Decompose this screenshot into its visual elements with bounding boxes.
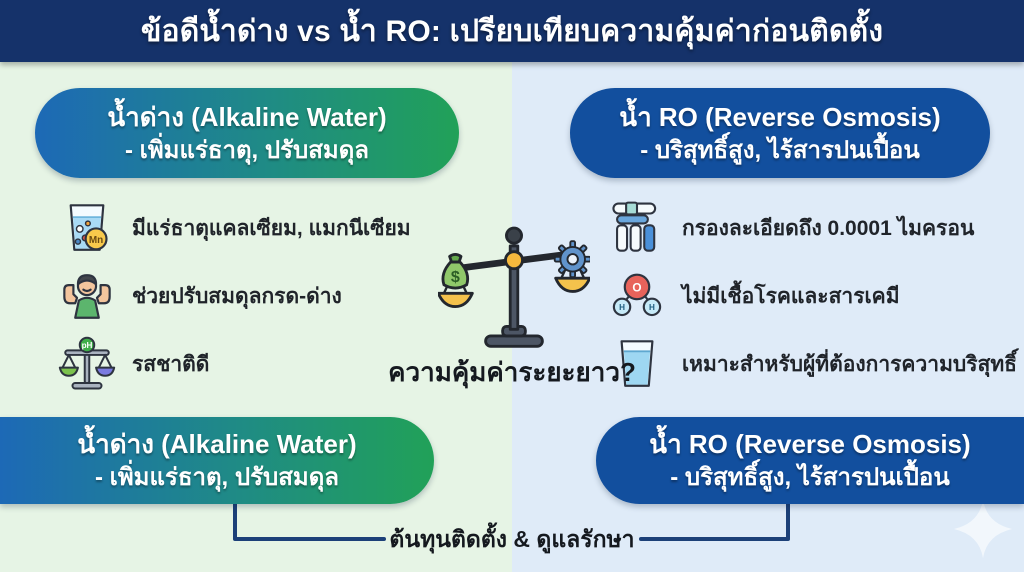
connector-line-left-horizontal (233, 537, 386, 541)
ro-footer-pill: น้ำ RO (Reverse Osmosis) - บริสุทธิ์สูง,… (596, 417, 1024, 504)
list-item-filtration: กรองละเอียดถึง 0.0001 ไมครอน (608, 196, 1020, 260)
ro-header-line1: น้ำ RO (Reverse Osmosis) (619, 101, 941, 132)
list-item-minerals: Mn มีแร่ธาตุแคลเซียม, แมกนีเซียม (58, 196, 498, 260)
title-bar: ข้อดีน้ำด่าง vs น้ำ RO: เปรียบเทียบความค… (0, 0, 1024, 62)
ro-filter-icon (608, 199, 666, 257)
connector-line-right-horizontal (639, 537, 790, 541)
hydrogen-label: H (619, 303, 625, 312)
ro-footer-line2: - บริสุทธิ์สูง, ไร้สารปนเปื้อน (670, 464, 950, 492)
list-item-balance-body: ช่วยปรับสมดุลกรด-ด่าง (58, 264, 498, 328)
alkaline-header-pill: น้ำด่าง (Alkaline Water) - เพิ่มแร่ธาตุ,… (35, 88, 459, 178)
list-item-text: ไม่มีเชื้อโรคและสารเคมี (682, 284, 900, 308)
balance-scale-illustration: $ (436, 210, 592, 352)
mn-badge-label: Mn (89, 235, 103, 246)
list-item-text: เหมาะสำหรับผู้ที่ต้องการความบริสุทธิ์ (682, 352, 1017, 376)
mineral-glass-icon: Mn (58, 199, 116, 257)
list-item-text: มีแร่ธาตุแคลเซียม, แมกนีเซียม (132, 216, 411, 240)
ro-header-pill: น้ำ RO (Reverse Osmosis) - บริสุทธิ์สูง,… (570, 88, 990, 178)
ph-badge-label: pH (82, 341, 93, 350)
strong-person-icon (58, 267, 116, 325)
connector-line-left-vertical (233, 502, 237, 540)
list-item-text: ช่วยปรับสมดุลกรด-ด่าง (132, 284, 342, 308)
list-item-no-germs: O H H ไม่มีเชื้อโรคและสารเคมี (608, 264, 1020, 328)
water-glass-icon (608, 335, 666, 393)
long-term-value-question: ความคุ้มค่าระยะยาว? (388, 357, 636, 387)
sparkle-icon (952, 498, 1014, 560)
ro-header-line2: - บริสุทธิ์สูง, ไร้สารปนเปื้อน (640, 136, 920, 164)
alkaline-footer-line2: - เพิ่มแร่ธาตุ, ปรับสมดุล (94, 464, 340, 492)
list-item-text: กรองละเอียดถึง 0.0001 ไมครอน (682, 216, 975, 240)
alkaline-header-line1: น้ำด่าง (Alkaline Water) (107, 101, 387, 132)
list-item-purity: เหมาะสำหรับผู้ที่ต้องการความบริสุทธิ์ (608, 332, 1020, 396)
page-title: ข้อดีน้ำด่าง vs น้ำ RO: เปรียบเทียบความค… (140, 14, 884, 48)
ph-balance-icon: pH (58, 335, 116, 393)
oxygen-label: O (632, 281, 641, 294)
list-item-taste: pH รสชาติดี (58, 332, 498, 396)
water-molecule-icon: O H H (608, 267, 666, 325)
dollar-badge-label: $ (451, 268, 460, 286)
hydrogen-label: H (649, 303, 655, 312)
gear-icon (553, 240, 592, 279)
alkaline-footer-line1: น้ำด่าง (Alkaline Water) (77, 429, 357, 460)
cost-comparison-label: ต้นทุนติดตั้ง & ดูแลรักษา (389, 526, 635, 552)
alkaline-header-line2: - เพิ่มแร่ธาตุ, ปรับสมดุล (124, 136, 370, 164)
list-item-text: รสชาติดี (132, 352, 210, 376)
ro-footer-line1: น้ำ RO (Reverse Osmosis) (649, 429, 971, 460)
connector-line-right-vertical (786, 502, 790, 540)
alkaline-footer-pill: น้ำด่าง (Alkaline Water) - เพิ่มแร่ธาตุ,… (0, 417, 434, 504)
